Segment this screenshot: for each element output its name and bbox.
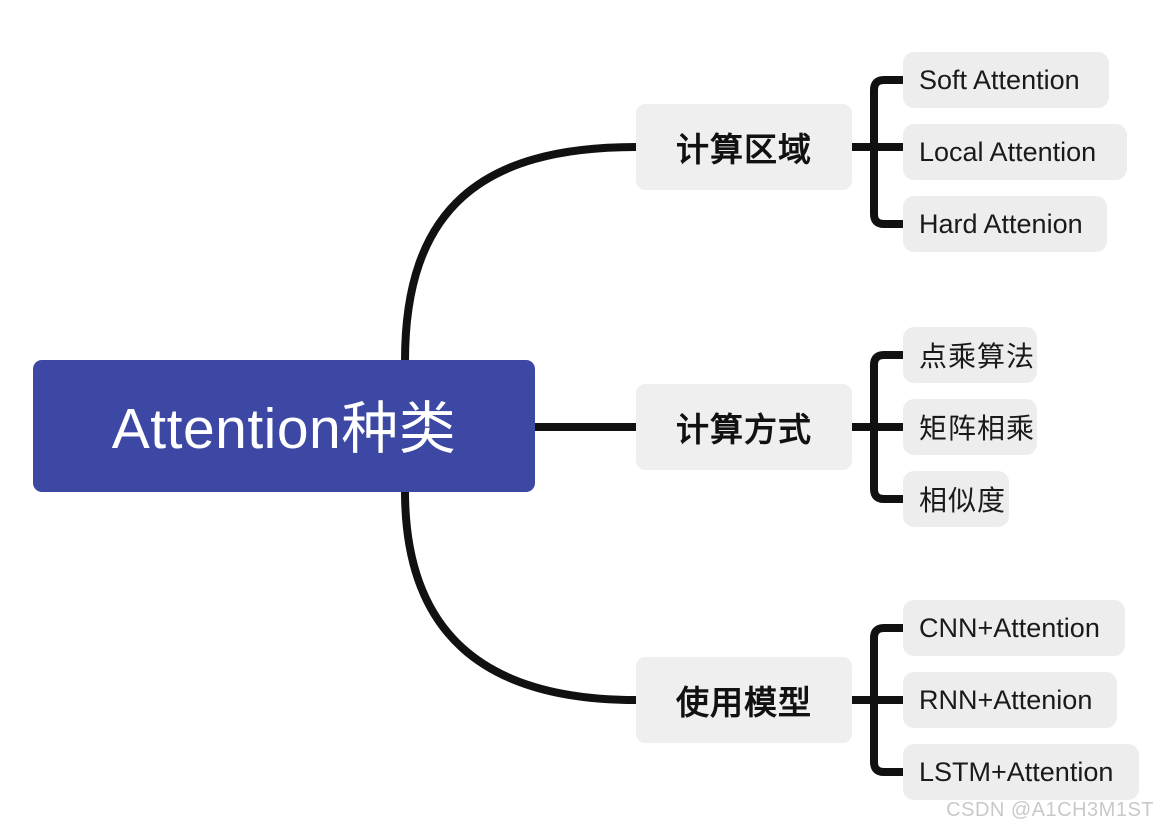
leaf-node-rnn-attention[interactable]: RNN+Attenion [903,672,1117,728]
leaf-node-local-attention[interactable]: Local Attention [903,124,1127,180]
root-node[interactable]: Attention种类 [33,360,535,492]
leaf-node-soft-attention[interactable]: Soft Attention [903,52,1109,108]
bracket-group-1 [870,76,907,228]
leaf-node-hard-attention[interactable]: Hard Attenion [903,196,1107,252]
branch-node-compute-method[interactable]: 计算方式 [636,384,852,470]
leaf-node-dot-product[interactable]: 点乘算法 [903,327,1037,383]
bracket-group-2 [870,351,907,503]
leaf-node-lstm-attention[interactable]: LSTM+Attention [903,744,1139,800]
bracket-group-3 [870,624,907,776]
leaf-node-similarity[interactable]: 相似度 [903,471,1009,527]
branch-node-model-used[interactable]: 使用模型 [636,657,852,743]
leaf-node-matrix-multiply[interactable]: 矩阵相乘 [903,399,1037,455]
branch-node-compute-region[interactable]: 计算区域 [636,104,852,190]
connector-root-to-branch-3 [401,487,640,704]
connector-root-to-branch-1 [401,143,640,365]
leaf-node-cnn-attention[interactable]: CNN+Attention [903,600,1125,656]
watermark: CSDN @A1CH3M1ST [946,799,1154,821]
